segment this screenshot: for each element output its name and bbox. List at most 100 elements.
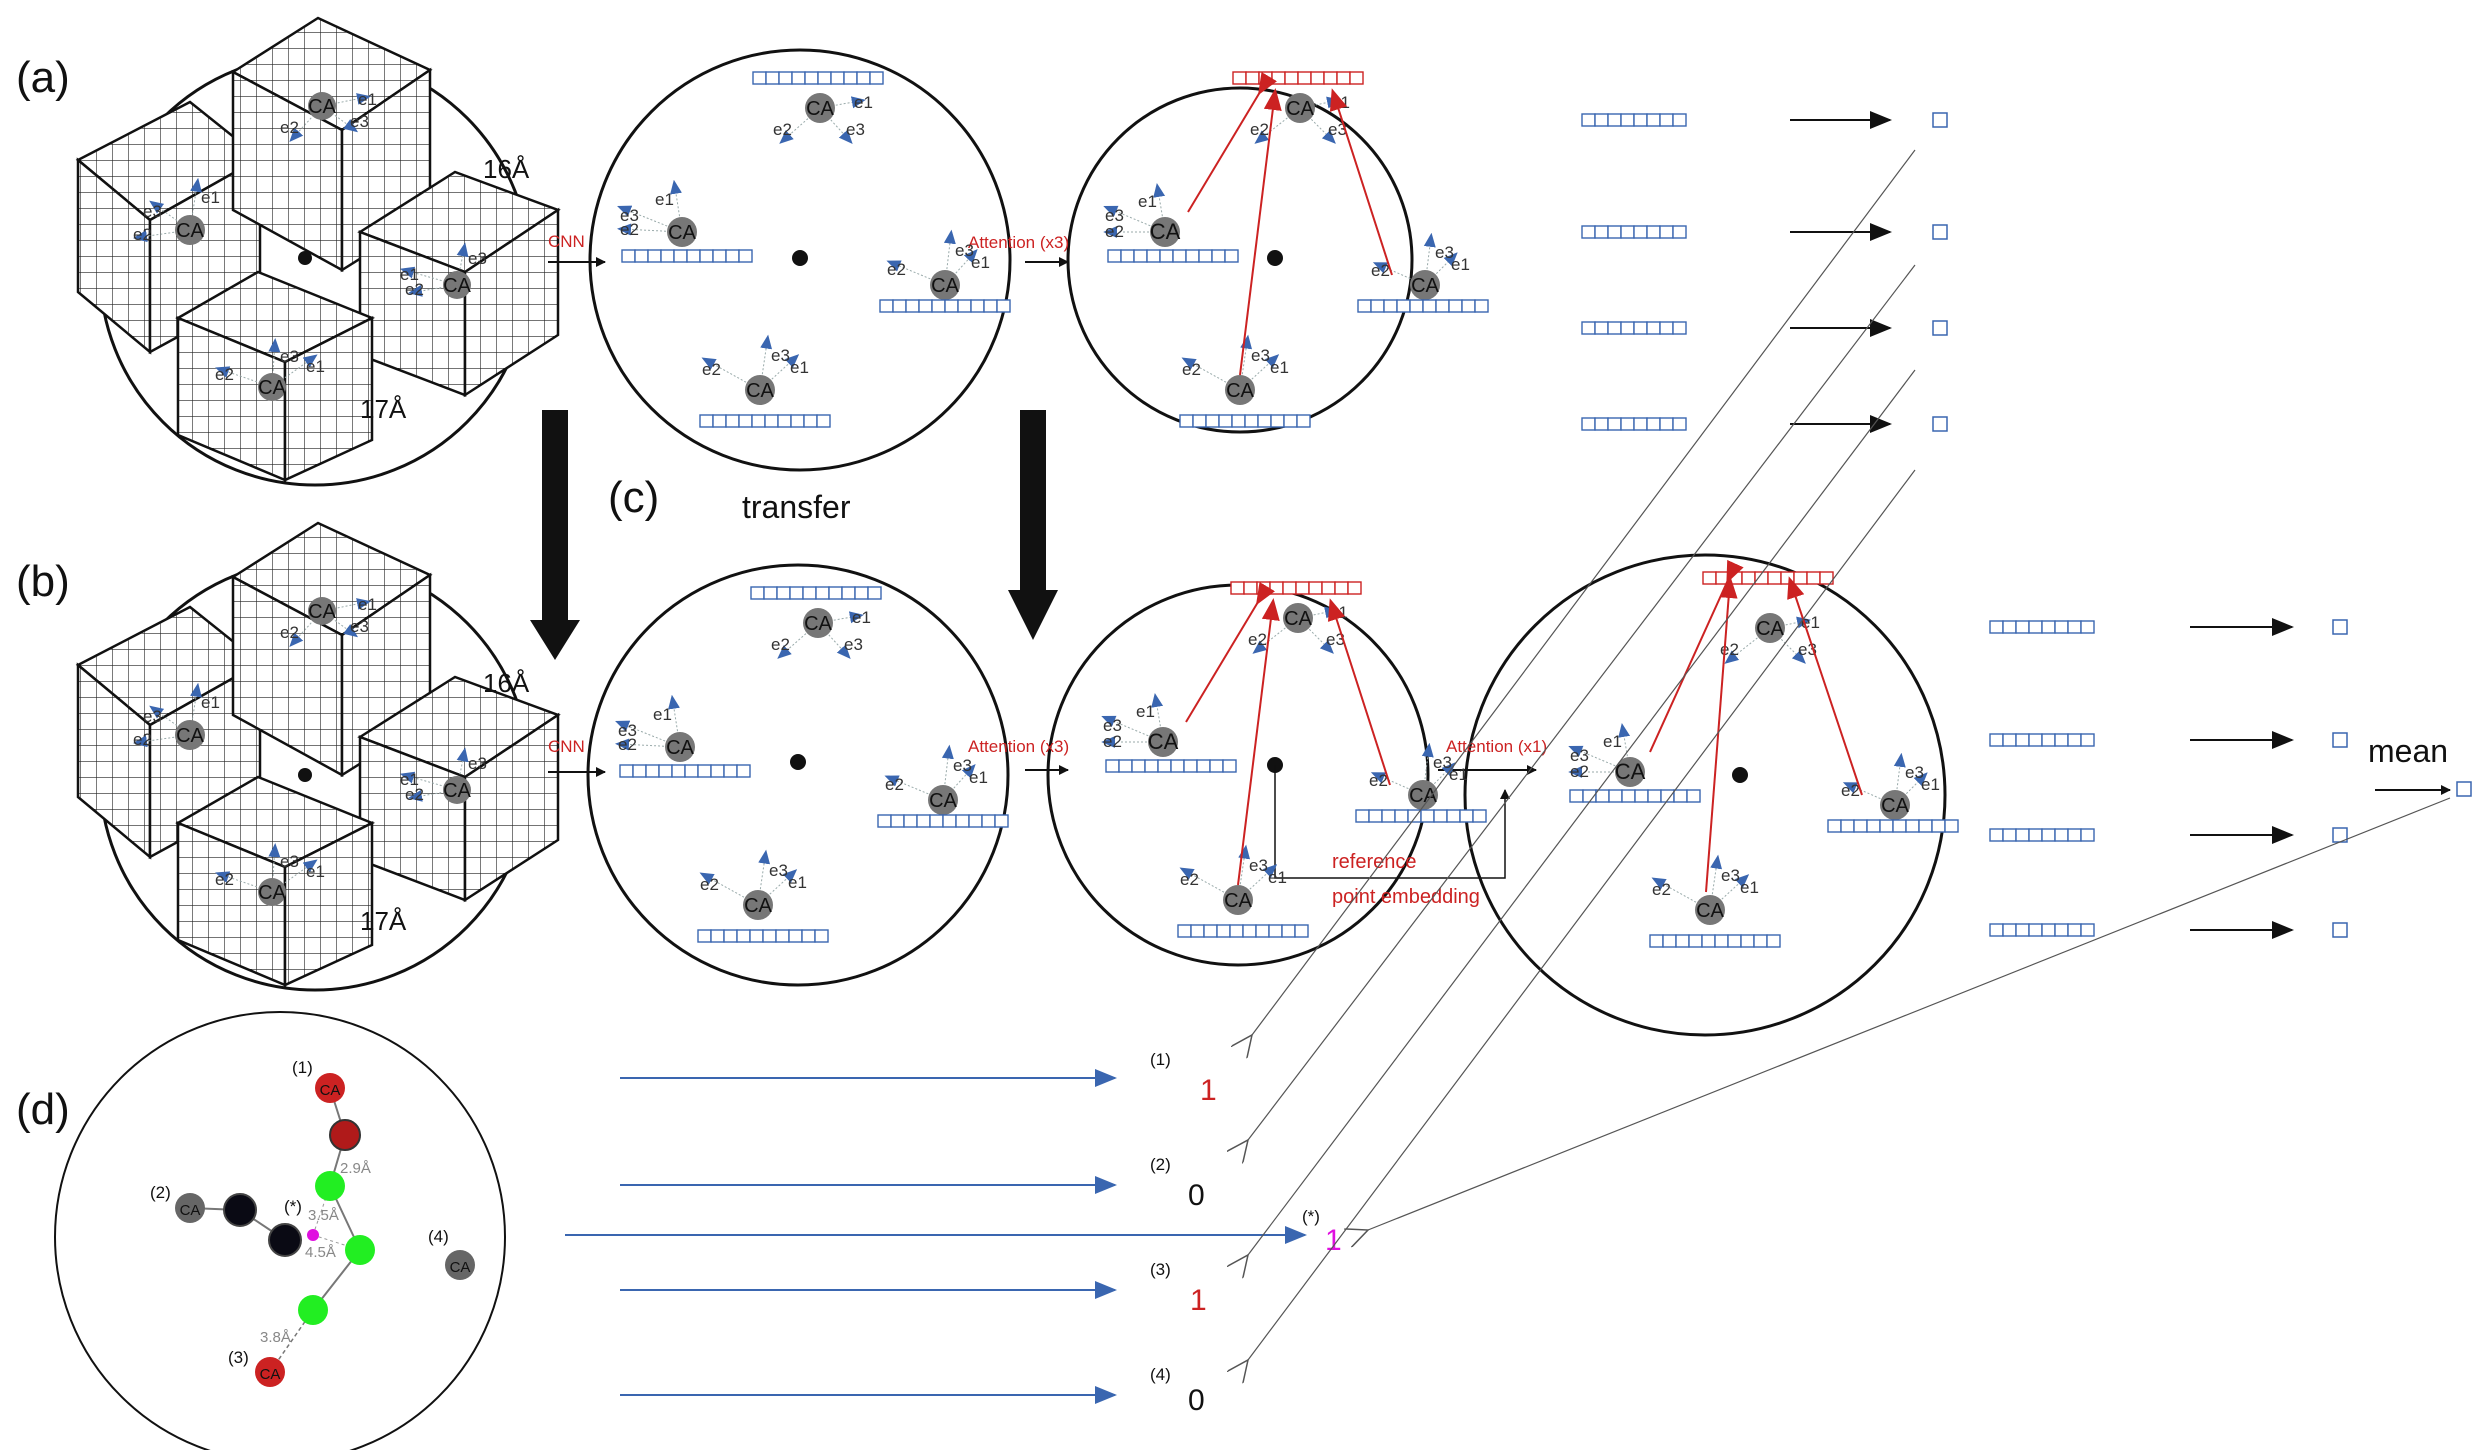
ca-node bbox=[1408, 780, 1438, 810]
axis-arrow bbox=[321, 610, 359, 638]
d-tag-2: (2) bbox=[150, 1183, 171, 1202]
axis-arrow bbox=[321, 105, 359, 133]
axis-label-e2: e2 bbox=[1103, 732, 1122, 751]
ca-label: CA bbox=[443, 780, 471, 802]
embedding-vector bbox=[619, 764, 751, 778]
embedding-vector bbox=[699, 414, 831, 428]
center-point bbox=[1732, 767, 1748, 783]
axis-arrow bbox=[1424, 252, 1458, 286]
dim-16: 16Å bbox=[483, 154, 530, 184]
ca-label: CA bbox=[308, 601, 336, 623]
ca-node bbox=[1615, 757, 1645, 787]
ca-label: CA bbox=[308, 96, 336, 118]
axis-label-e1: e1 bbox=[1921, 775, 1940, 794]
cnn-label: CNN bbox=[548, 737, 585, 756]
axis-label-e2: e2 bbox=[702, 360, 721, 379]
axis-label-e3: e3 bbox=[468, 249, 487, 268]
output-cell bbox=[1932, 416, 1948, 432]
ca-label: CA bbox=[806, 98, 834, 120]
ca-node bbox=[1755, 613, 1785, 643]
axis-label-e1: e1 bbox=[306, 862, 325, 881]
output-value: 1 bbox=[1200, 1074, 1217, 1107]
ca-node-3 bbox=[255, 1357, 285, 1387]
axis-arrow bbox=[1422, 762, 1456, 796]
axis-label-e3: e3 bbox=[280, 852, 299, 871]
ca-label: CA bbox=[1615, 759, 1646, 784]
point-embedding-label: point embedding bbox=[1332, 886, 1480, 908]
ca-node-2 bbox=[175, 1193, 205, 1223]
loss-link bbox=[1252, 149, 1916, 1035]
ca-label: CA bbox=[929, 790, 957, 812]
near-atom bbox=[345, 1235, 375, 1265]
axis-label-e3: e3 bbox=[1721, 866, 1740, 885]
axis-label-e1: e1 bbox=[358, 595, 377, 614]
ca-node bbox=[805, 93, 835, 123]
axis-label-e1: e1 bbox=[1268, 868, 1287, 887]
voxel-cubes-b bbox=[75, 521, 561, 987]
ca-label: CA bbox=[1284, 608, 1312, 630]
output-cell bbox=[2332, 619, 2348, 635]
ca-node bbox=[1880, 790, 1910, 820]
axis-arrow bbox=[819, 96, 866, 109]
attention-link bbox=[1185, 581, 1275, 723]
embedding-vector-bottom bbox=[1989, 620, 2095, 634]
axis-arrow bbox=[456, 747, 469, 791]
ca-label: CA bbox=[746, 380, 774, 402]
attention-link bbox=[1327, 598, 1391, 786]
embedding-vector bbox=[1107, 249, 1239, 263]
axis-arrow bbox=[1894, 772, 1928, 806]
axis-label-e1: e1 bbox=[400, 770, 419, 789]
ca-label: CA bbox=[744, 895, 772, 917]
axis-label-e2: e2 bbox=[405, 785, 424, 804]
dim-16: 16Å bbox=[483, 668, 530, 698]
ca-node bbox=[1225, 375, 1255, 405]
axis-label-e3: e3 bbox=[143, 202, 162, 221]
ca-label: CA bbox=[176, 220, 204, 242]
axis-arrow bbox=[615, 720, 681, 748]
ca-label: CA bbox=[1150, 219, 1181, 244]
ca-node bbox=[1223, 885, 1253, 915]
ca-label: CA bbox=[1409, 785, 1437, 807]
output-cell bbox=[1932, 112, 1948, 128]
ca-node bbox=[1695, 895, 1725, 925]
axis-label-e1: e1 bbox=[788, 873, 807, 892]
embedding-vector-top bbox=[1581, 225, 1687, 239]
embedding-vector-bottom bbox=[1989, 828, 2095, 842]
ca-label: CA bbox=[450, 1259, 471, 1276]
d-tag-3: (3) bbox=[228, 1348, 249, 1367]
ca-node bbox=[258, 373, 286, 401]
attention-link bbox=[1239, 88, 1282, 376]
axis-label-e2: e2 bbox=[1369, 771, 1388, 790]
center-point bbox=[790, 754, 806, 770]
embedding-vector bbox=[1357, 299, 1489, 313]
axis-label-e3: e3 bbox=[844, 635, 863, 654]
axis-label-e3: e3 bbox=[1905, 763, 1924, 782]
axis-arrow bbox=[884, 775, 944, 801]
axis-label-e3: e3 bbox=[143, 707, 162, 726]
axis-label-e1: e1 bbox=[854, 93, 873, 112]
output-value: 1 bbox=[1190, 1284, 1207, 1317]
attention-sphere-b2 bbox=[1463, 553, 1947, 1037]
dim-17: 17Å bbox=[360, 394, 407, 424]
ca-node bbox=[743, 890, 773, 920]
ca-label: CA bbox=[1411, 275, 1439, 297]
ca-label: CA bbox=[666, 737, 694, 759]
ca-node bbox=[667, 217, 697, 247]
axis-label-e1: e1 bbox=[358, 90, 377, 109]
axis-label-e3: e3 bbox=[1433, 753, 1452, 772]
ca-node bbox=[175, 720, 205, 750]
ca-label: CA bbox=[443, 275, 471, 297]
